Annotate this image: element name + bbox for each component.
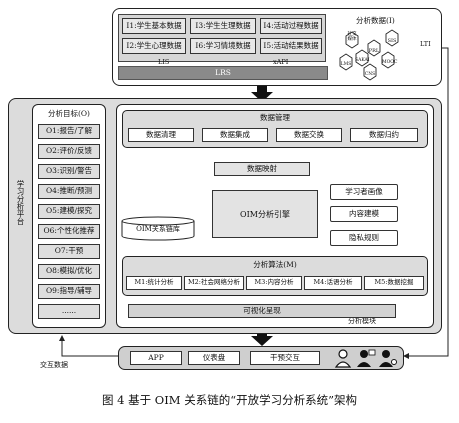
oim-database-label: OIM关系链库 <box>136 225 180 233</box>
source-cell-i1: I1:学生基本数据 <box>122 18 186 34</box>
platform-title: 学习分析平台 <box>16 180 25 225</box>
hex-label-social: 社交 媒体 <box>347 32 357 42</box>
source-cell-i4: I4:活动过程数据 <box>260 18 322 34</box>
lti-label: LTI <box>420 40 431 48</box>
hex-cns <box>363 63 377 81</box>
goal-item: O3:识别/警告 <box>38 164 100 179</box>
hex-label-sis: SIS <box>387 38 397 44</box>
data-management-title: 数据管理 <box>260 113 290 122</box>
lrs-bar: LRS <box>118 66 328 80</box>
users-icon <box>334 349 397 368</box>
hex-social-media <box>345 31 359 49</box>
goal-item: O6:个性化推荐 <box>38 224 100 239</box>
goal-item: O9:指导/辅导 <box>38 284 100 299</box>
source-cell-i6: I6:学习情境数据 <box>190 38 256 54</box>
source-cell-i5: I5:活动结果数据 <box>260 38 322 54</box>
goal-item: O1:报告/了解 <box>38 124 100 139</box>
algorithms-title: 分析算法(M) <box>253 260 297 269</box>
algo-m1: M1:统计分析 <box>126 276 182 290</box>
source-cell-i2: I2:学生心理数据 <box>122 38 186 54</box>
goal-item: ...... <box>38 304 100 319</box>
hex-sis <box>385 29 399 47</box>
analysis-module-label: 分析模块 <box>348 317 376 325</box>
user-icon <box>334 349 352 368</box>
algo-m5: M5:数据挖掘 <box>364 276 424 290</box>
hex-mooc <box>381 51 395 69</box>
admin-icon <box>379 350 397 367</box>
goal-item: O4:推断/预测 <box>38 184 100 199</box>
front-app: APP <box>130 351 182 365</box>
lis-label: LIS <box>158 58 170 66</box>
front-dashboard: 仪表盘 <box>188 351 240 365</box>
dm-cleaning: 数据清理 <box>128 128 194 142</box>
algo-m4: M4:话语分析 <box>304 276 362 290</box>
hex-label-sakai: SAKAI <box>355 58 370 63</box>
analysis-goals-title: 分析目标(O) <box>47 109 90 118</box>
teacher-icon <box>357 349 376 367</box>
goal-item: O5:建模/探究 <box>38 204 100 219</box>
platform-hex-cluster <box>339 29 399 81</box>
figure-caption: 图 4 基于 OIM 关系链的“开放学习分析系统”架构 <box>102 393 357 407</box>
dm-reduction: 数据归约 <box>350 128 418 142</box>
algo-m3: M3:内容分析 <box>246 276 302 290</box>
hex-label-cns: CNS <box>364 72 376 77</box>
oim-engine: OIM分析引擎 <box>212 190 318 238</box>
hex-label-lms: LMS <box>340 62 352 67</box>
interaction-data-label: 交互数据 <box>40 361 68 369</box>
front-intervention: 干预交互 <box>250 351 320 365</box>
oim-database-icon <box>121 216 195 241</box>
xapi-label: xAPI <box>273 58 289 66</box>
output-content-modeling: 内容建模 <box>330 206 398 222</box>
hex-label-mooc: MOOC <box>382 60 398 65</box>
analysis-data-title: 分析数据(I) <box>356 16 395 25</box>
goal-item: O2:评价/反馈 <box>38 144 100 159</box>
output-learner-portrait: 学习者画像 <box>330 184 398 200</box>
hex-prl <box>367 39 381 57</box>
algo-m2: M2:社会网络分析 <box>184 276 244 290</box>
output-privacy-rules: 隐私规则 <box>330 230 398 246</box>
goal-item: O7:干预 <box>38 244 100 259</box>
source-cell-i3: I3:学生生理数据 <box>190 18 256 34</box>
visualization-bar: 可视化呈现 <box>128 304 396 318</box>
goal-item: O8:模拟/优化 <box>38 264 100 279</box>
hex-sakai <box>355 49 369 67</box>
dm-exchange: 数据交换 <box>276 128 342 142</box>
hex-lms <box>339 53 353 71</box>
data-mapping: 数据映射 <box>214 162 310 176</box>
dm-integration: 数据集成 <box>202 128 268 142</box>
hex-label-prl: PRL <box>368 48 380 54</box>
